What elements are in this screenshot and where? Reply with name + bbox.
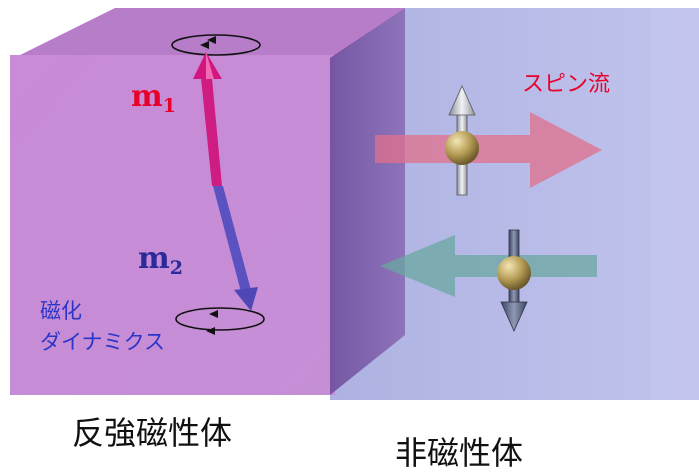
m1-arrow [193,52,222,186]
magnetization-dynamics-label-2: ダイナミクス [40,330,165,354]
nonmagnet-label: 非磁性体 [395,434,524,472]
spin-up-electron-icon [445,85,479,196]
nonmagnet-block [330,8,699,400]
spin-down-electron-icon [497,229,531,332]
m2-arrow [213,186,258,311]
m1-precession-orbit [171,34,261,56]
spin-current-in-arrow [380,235,597,297]
antiferromagnet-label: 反強磁性体 [72,414,233,452]
m1-label: m1 [131,79,176,117]
spin-current-label: スピン流 [522,72,611,97]
spin-current-out-arrow [375,112,602,188]
antiferromagnet-block [10,8,405,395]
m2-label: m2 [138,241,183,279]
m2-precession-orbit [175,307,265,335]
magnetization-dynamics-label: 磁化 [40,299,82,323]
